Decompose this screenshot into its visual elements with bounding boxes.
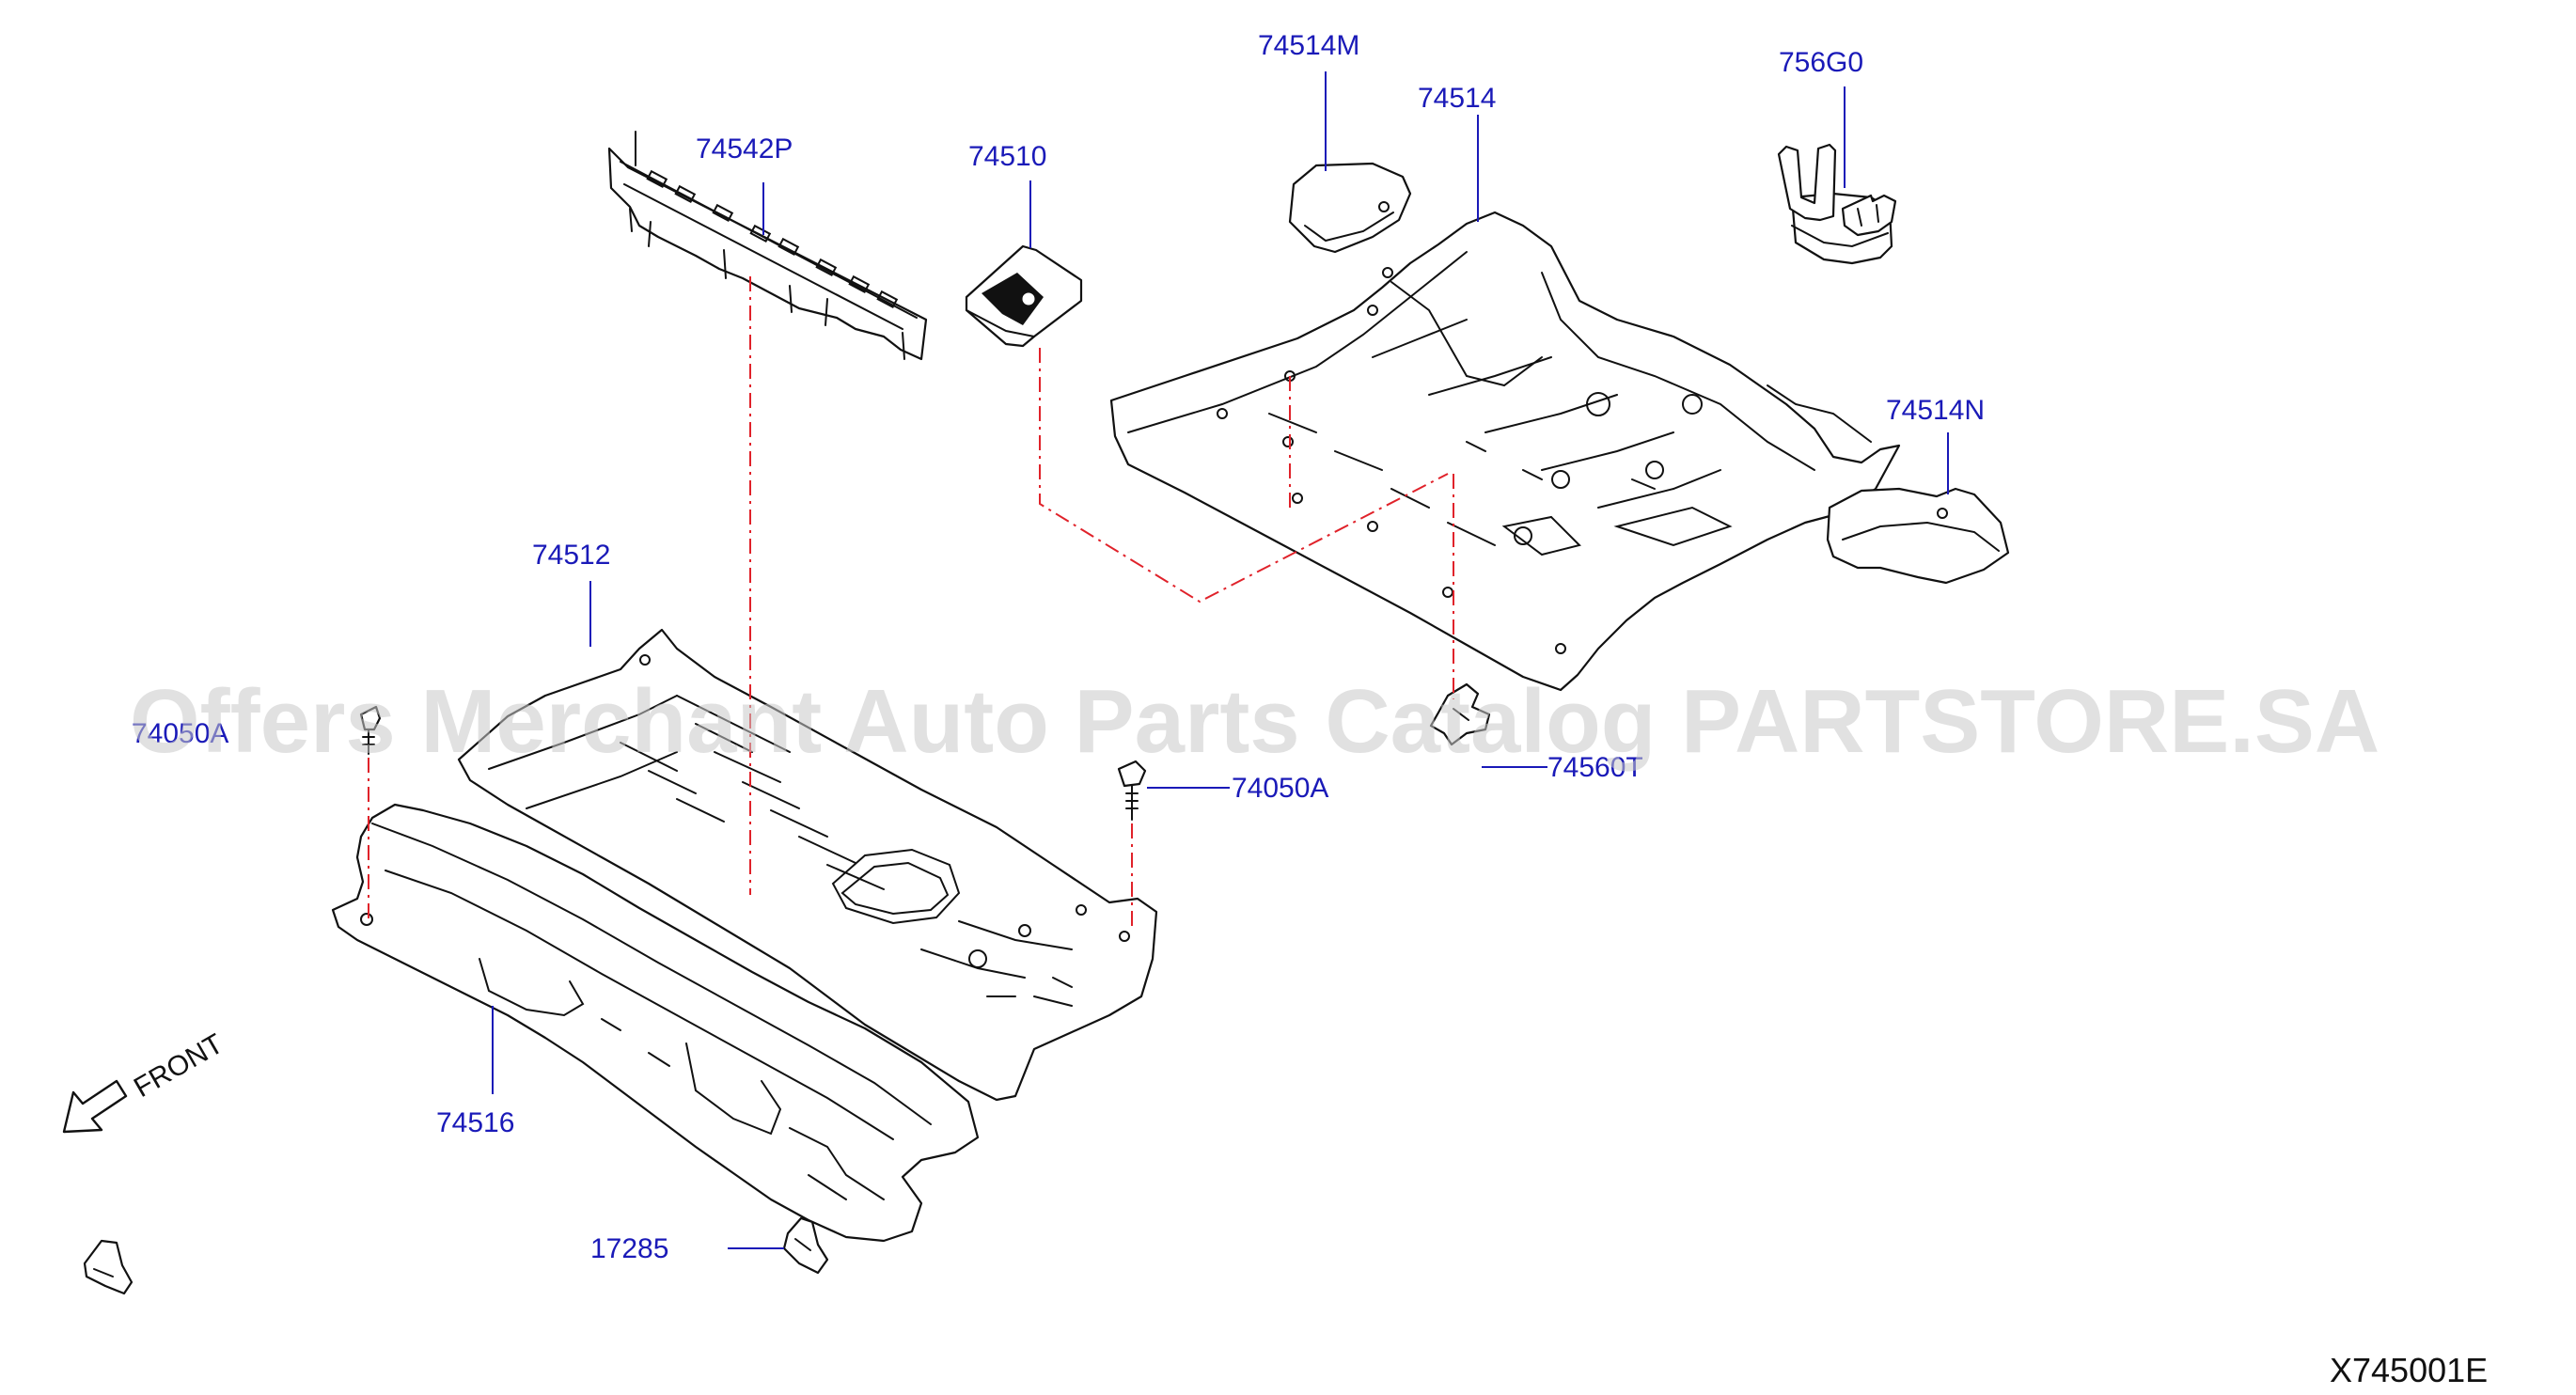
bracket-17285[interactable] — [782, 1216, 829, 1275]
label-74510[interactable]: 74510 — [968, 141, 1046, 172]
part-74510-drawing[interactable] — [965, 244, 1083, 348]
part-74514M-drawing[interactable] — [1288, 162, 1412, 254]
part-756G0-drawing[interactable] — [1777, 143, 1897, 265]
diagram-code: X745001E — [2330, 1351, 2488, 1389]
part-74516-drawing[interactable] — [331, 803, 980, 1243]
front-arrow-icon — [62, 1079, 128, 1134]
label-74516[interactable]: 74516 — [436, 1107, 514, 1138]
label-74542P[interactable]: 74542P — [696, 133, 793, 165]
label-74512[interactable]: 74512 — [532, 540, 610, 571]
label-74514[interactable]: 74514 — [1418, 83, 1496, 114]
leader-lines — [492, 71, 1949, 1249]
bolt-74050A-left[interactable] — [359, 705, 382, 755]
label-74050A-mid[interactable]: 74050A — [1232, 773, 1328, 804]
part-74542P-drawing[interactable] — [607, 131, 928, 361]
part-74514N-drawing[interactable] — [1826, 487, 2010, 585]
clip-74560T[interactable] — [1429, 682, 1491, 746]
front-label: FRONT — [129, 1028, 228, 1104]
label-74050A-left[interactable]: 74050A — [132, 718, 228, 749]
front-indicator: FRONT — [62, 1028, 228, 1134]
label-74560T[interactable]: 74560T — [1547, 752, 1643, 783]
label-74514N[interactable]: 74514N — [1886, 395, 1985, 426]
part-74512-drawing[interactable] — [457, 628, 1158, 1102]
bracket-bottom-left[interactable] — [83, 1239, 134, 1295]
watermark-text: Offers Merchant Auto Parts Catalog PARTS… — [130, 671, 2380, 772]
label-756G0[interactable]: 756G0 — [1779, 47, 1863, 78]
bolt-74050A-mid[interactable] — [1117, 760, 1147, 821]
label-74514M[interactable]: 74514M — [1258, 30, 1359, 61]
part-74514-drawing[interactable] — [1109, 211, 1901, 692]
alignment-lines — [368, 276, 1454, 931]
label-17285[interactable]: 17285 — [590, 1233, 668, 1264]
